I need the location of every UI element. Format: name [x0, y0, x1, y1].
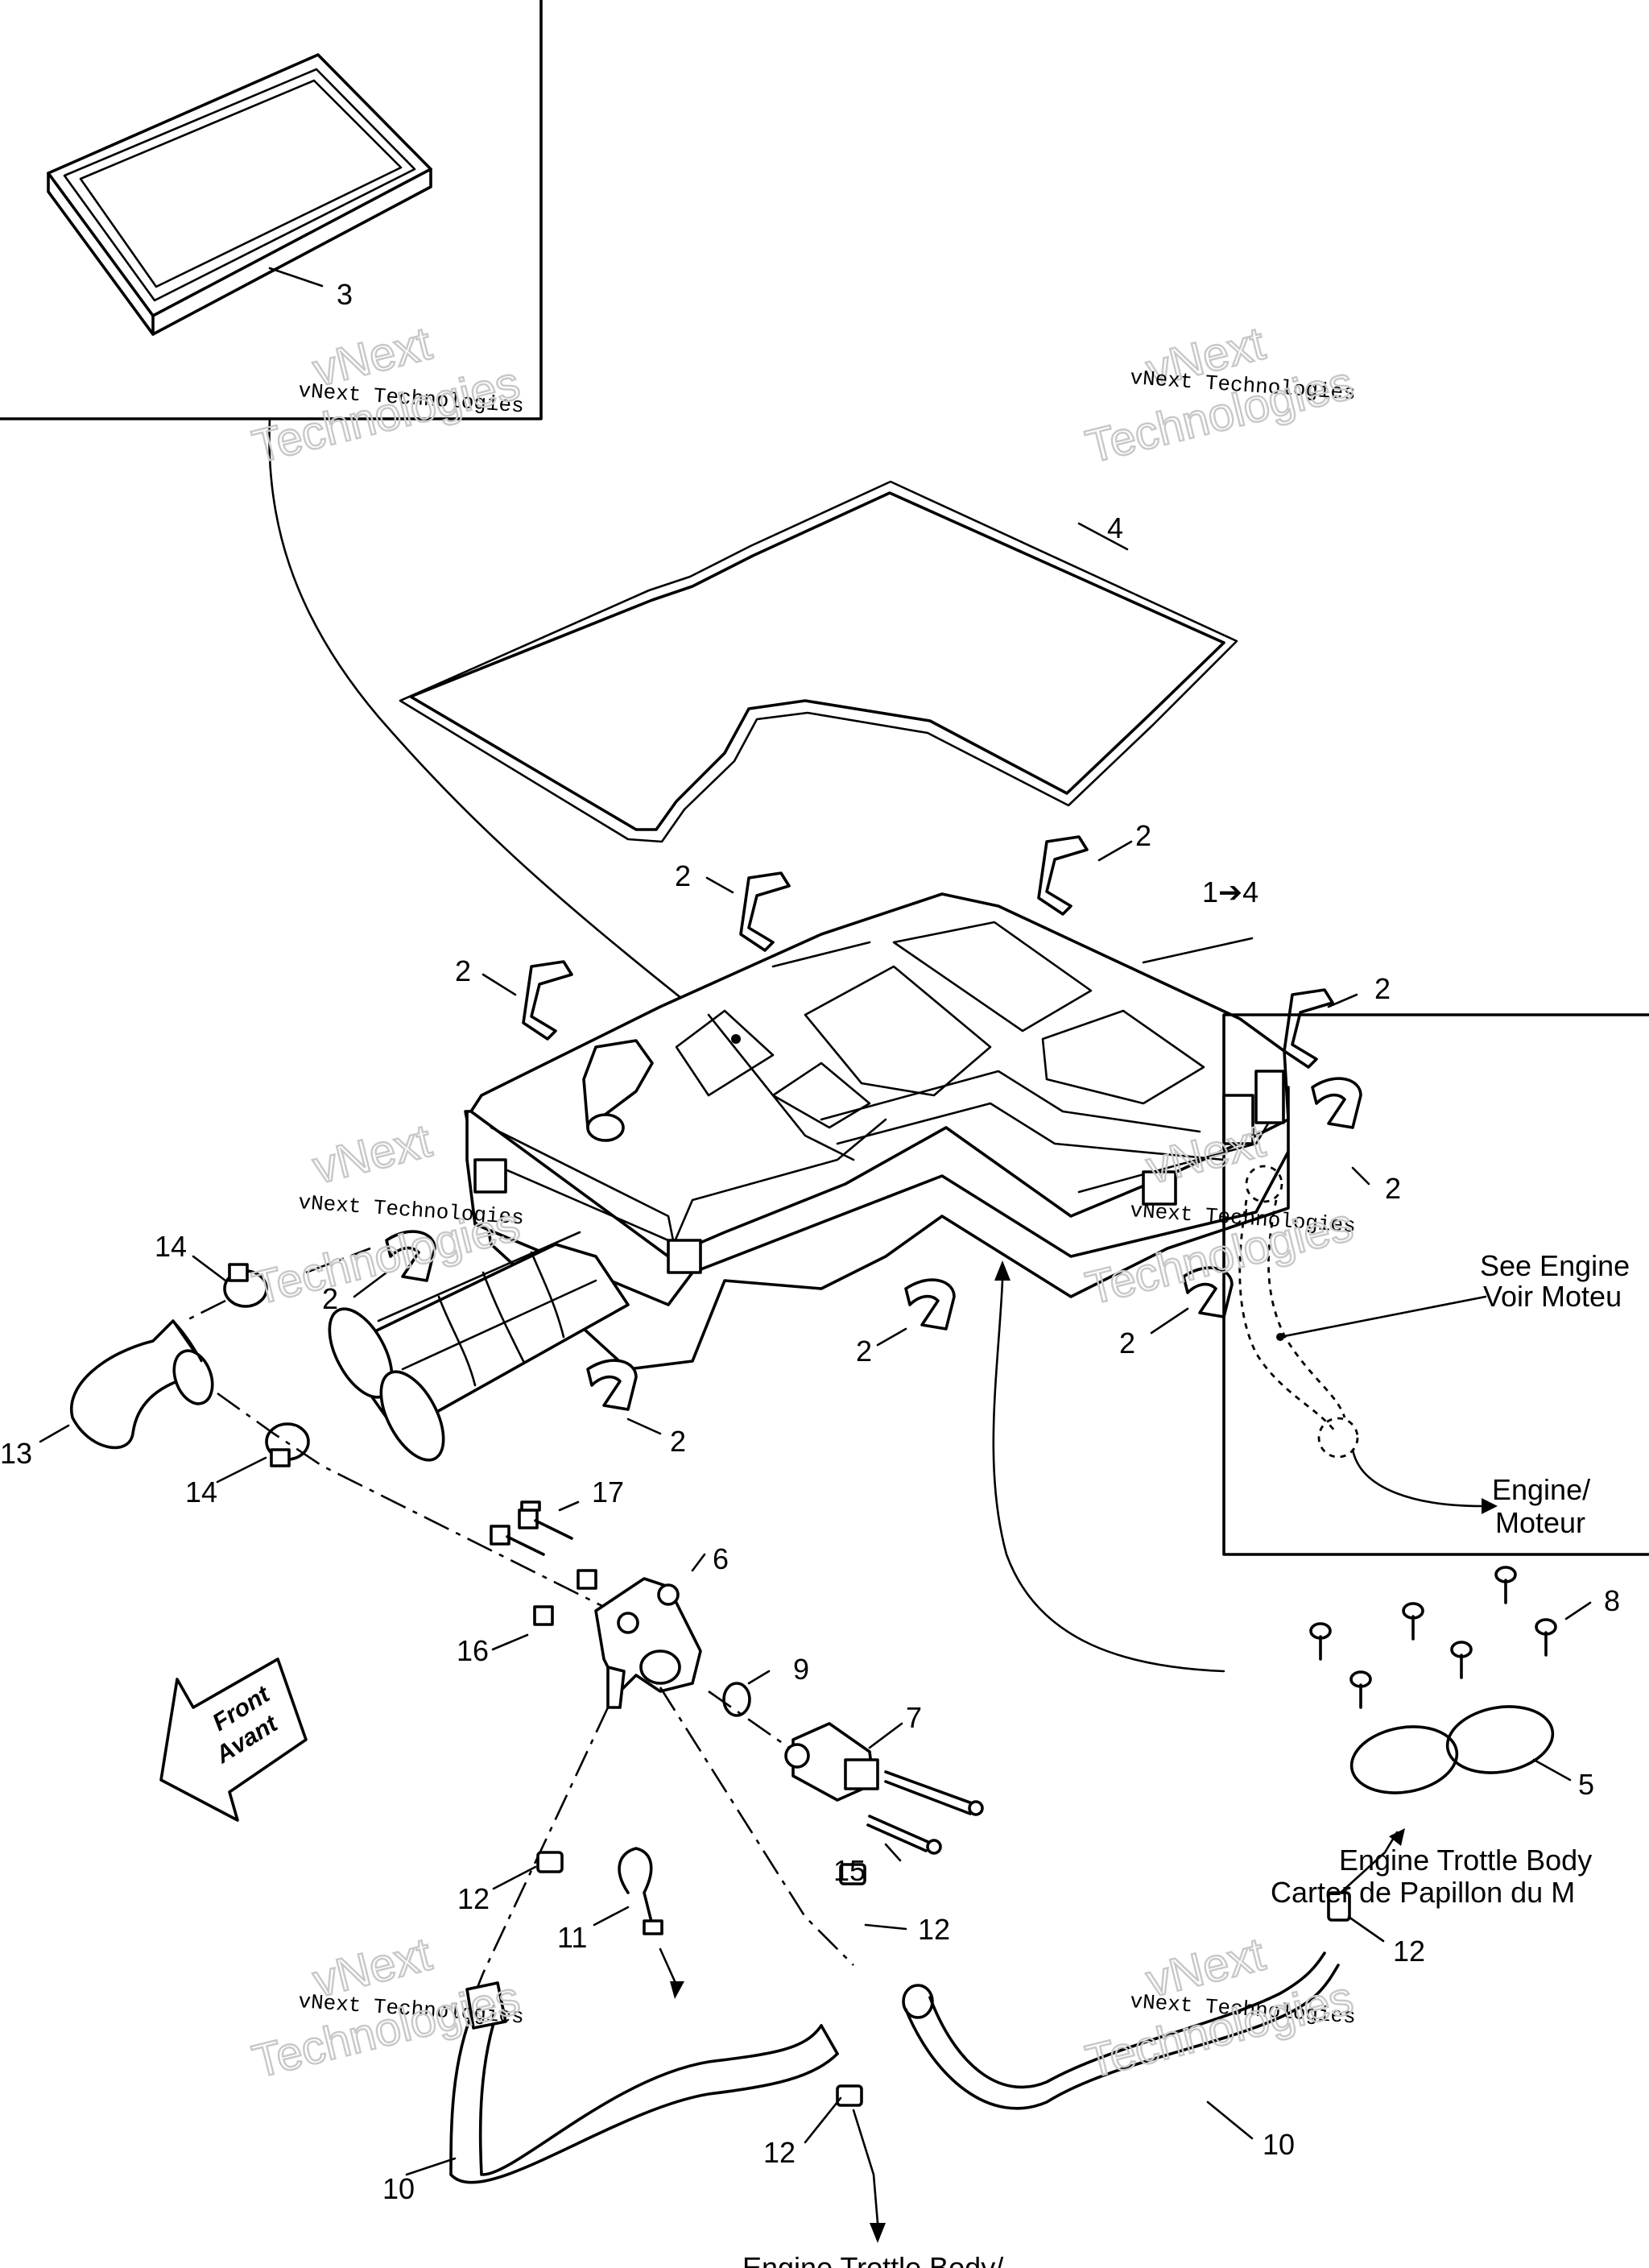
watermark: vNext vNext Technologies Technologies — [246, 316, 526, 474]
hose-clamp-small — [836, 2084, 863, 2107]
callout-15: 15 — [833, 1854, 866, 1887]
axis-line — [305, 1247, 371, 1274]
callout-10: 10 — [1263, 2128, 1295, 2161]
screw — [1535, 1618, 1557, 1657]
air-filter — [47, 53, 432, 336]
callout-12: 12 — [457, 1882, 490, 1915]
vent-hose-right — [902, 1951, 1340, 2110]
callout-12: 12 — [1393, 1935, 1425, 1968]
nut — [533, 1605, 554, 1626]
callout-2: 2 — [675, 859, 691, 892]
screw — [1450, 1641, 1473, 1679]
long-bolt — [866, 1815, 942, 1855]
clip — [385, 1230, 436, 1282]
voir-moteur-note: Voir Moteu — [1483, 1280, 1622, 1313]
callout-12: 12 — [918, 1913, 950, 1946]
callout-14: 14 — [155, 1230, 187, 1263]
vent-hose — [449, 1981, 839, 2184]
hose-clamp-small — [1327, 1891, 1351, 1922]
callout-2: 2 — [670, 1425, 686, 1458]
callout-14: 14 — [185, 1475, 217, 1509]
axis-line — [659, 1687, 854, 1966]
callout-11: 11 — [557, 1921, 587, 1954]
callout-10: 10 — [382, 2172, 415, 2205]
callout-2: 2 — [1385, 1172, 1401, 1205]
callout-2: 2 — [1374, 972, 1391, 1005]
cable-tie — [618, 1847, 663, 1935]
callout-6: 6 — [713, 1542, 729, 1575]
air-box-assembly — [328, 892, 1359, 1462]
watermark: vNext vNext Technologies Technologies — [246, 1927, 526, 2088]
moteur-note: Moteur — [1495, 1506, 1585, 1539]
bolt — [518, 1500, 573, 1540]
bolt — [490, 1525, 545, 1556]
throttle-body-bottom-note: Engine Trottle Body/ — [742, 2251, 1003, 2268]
callout-9: 9 — [793, 1653, 809, 1686]
hardware-inset — [1222, 1013, 1649, 1794]
watermark-brand: vNext — [308, 1115, 436, 1194]
screw — [1494, 1566, 1517, 1604]
o-ring-large — [1349, 1725, 1459, 1794]
idle-valve-body — [594, 1577, 702, 1709]
callout-2: 2 — [856, 1335, 872, 1368]
o-ring — [722, 1682, 751, 1717]
callout-5: 5 — [1578, 1768, 1594, 1801]
o-ring-large — [1445, 1705, 1555, 1774]
intake-screen — [328, 1231, 630, 1462]
callout-3: 3 — [337, 278, 353, 311]
throttle-body-note: Engine Trottle Body — [1339, 1844, 1592, 1877]
hose-clamp-small — [536, 1851, 564, 1873]
elbow-hose — [69, 1319, 214, 1450]
callout-1-4: 1➔4 — [1202, 875, 1258, 908]
notes: See Engine Voir Moteu Engine/ Moteur Eng… — [742, 1249, 1630, 2268]
idle-air-sensor — [784, 1722, 879, 1802]
axis-line — [708, 1690, 790, 1749]
engine-note: Engine/ — [1492, 1473, 1590, 1506]
callout-12: 12 — [763, 2136, 796, 2169]
callout-13: 13 — [0, 1437, 32, 1470]
long-bolt — [884, 1770, 984, 1816]
leader-filter-to-airbox — [268, 417, 734, 1041]
callout-4: 4 — [1107, 511, 1123, 544]
callout-2: 2 — [455, 954, 471, 987]
clip — [904, 1278, 956, 1331]
air-filter-inset — [0, 0, 543, 420]
callout-7: 7 — [906, 1701, 922, 1734]
hose-clamp — [265, 1422, 310, 1467]
clip — [586, 1359, 638, 1411]
see-engine-note: See Engine — [1480, 1249, 1630, 1282]
leader-inset-to-airbox — [992, 1279, 1225, 1673]
hose-clamp — [223, 1263, 268, 1308]
hose-clamp-small — [839, 1863, 866, 1885]
screw — [1309, 1622, 1332, 1661]
front-direction-arrow: Front Avant — [159, 1658, 308, 1822]
clip — [739, 871, 791, 952]
airbox-spout — [582, 1039, 654, 1142]
airbox-gasket — [399, 480, 1238, 843]
callout-16: 16 — [457, 1634, 489, 1667]
watermark: vNext vNext Technologies Technologies — [1080, 1927, 1359, 2088]
callout-numbers: 3 4 2 2 1➔4 2 2 2 2 2 2 2 14 13 14 17 6 … — [0, 278, 1620, 2205]
clip — [1037, 835, 1089, 916]
carter-papillon-note: Carter de Papillon du M — [1271, 1876, 1575, 1909]
screw — [1402, 1602, 1424, 1641]
clip — [1311, 1077, 1362, 1129]
callout-leaders — [39, 840, 1385, 2176]
callout-2: 2 — [322, 1282, 338, 1315]
callout-2: 2 — [1119, 1326, 1135, 1360]
callout-2: 2 — [1135, 819, 1151, 852]
watermark: vNext vNext Technologies Technologies — [1080, 316, 1359, 474]
callout-17: 17 — [592, 1475, 624, 1509]
axis-line — [184, 1299, 226, 1322]
callout-8: 8 — [1604, 1584, 1620, 1617]
clip — [1283, 988, 1334, 1069]
clip — [522, 960, 573, 1041]
nut — [577, 1569, 597, 1590]
screw — [1349, 1670, 1372, 1709]
